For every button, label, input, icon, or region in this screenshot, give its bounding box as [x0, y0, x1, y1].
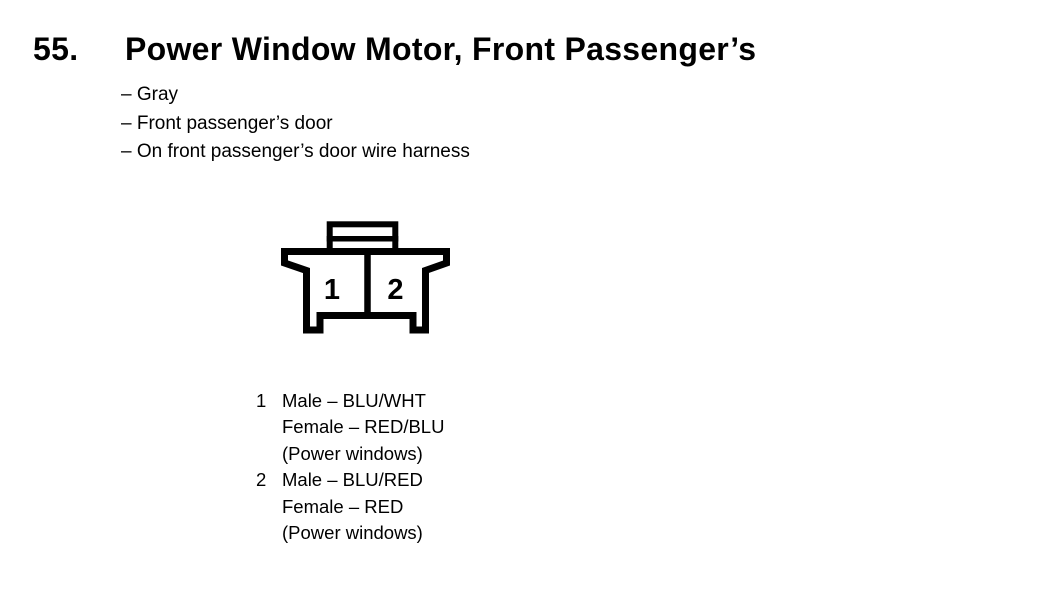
- connector-diagram: 1 2: [275, 212, 455, 344]
- detail-line-color: – Gray: [121, 84, 179, 105]
- pin-function: (Power windows): [282, 442, 423, 464]
- pin-function: (Power windows): [282, 522, 423, 544]
- pin-wire-female: Female – RED/BLU: [282, 416, 445, 438]
- section-heading: 55. Power Window Motor, Front Passenger’…: [33, 32, 756, 66]
- pin-wire-female: Female – RED: [282, 495, 404, 517]
- pin-entry-2: 2 Male – BLU/RED Female – RED (Power win…: [256, 467, 444, 546]
- cavity-label-2: 2: [387, 274, 403, 306]
- pin-wire-info: Male – BLU/WHT Female – RED/BLU (Power w…: [282, 388, 444, 467]
- page-title: Power Window Motor, Front Passenger’s: [125, 31, 757, 67]
- pin-entry-1: 1 Male – BLU/WHT Female – RED/BLU (Power…: [256, 388, 444, 467]
- pin-wire-list: 1 Male – BLU/WHT Female – RED/BLU (Power…: [256, 388, 444, 546]
- connector-lock-tab: [326, 221, 399, 255]
- pin-wire-male: Male – BLU/WHT: [282, 390, 426, 411]
- cavity-label-1: 1: [324, 274, 340, 306]
- pin-wire-male: Male – BLU/RED: [282, 469, 423, 491]
- pin-number: 2: [256, 469, 267, 491]
- pin-wire-info: Male – BLU/RED Female – RED (Power windo…: [282, 467, 423, 546]
- pin-number: 1: [256, 390, 267, 411]
- connector-details: – Gray – Front passenger’s door – On fro…: [121, 81, 470, 167]
- section-number: 55.: [33, 31, 79, 67]
- detail-line-harness: – On front passenger’s door wire harness: [121, 141, 470, 162]
- detail-line-location: – Front passenger’s door: [121, 112, 333, 134]
